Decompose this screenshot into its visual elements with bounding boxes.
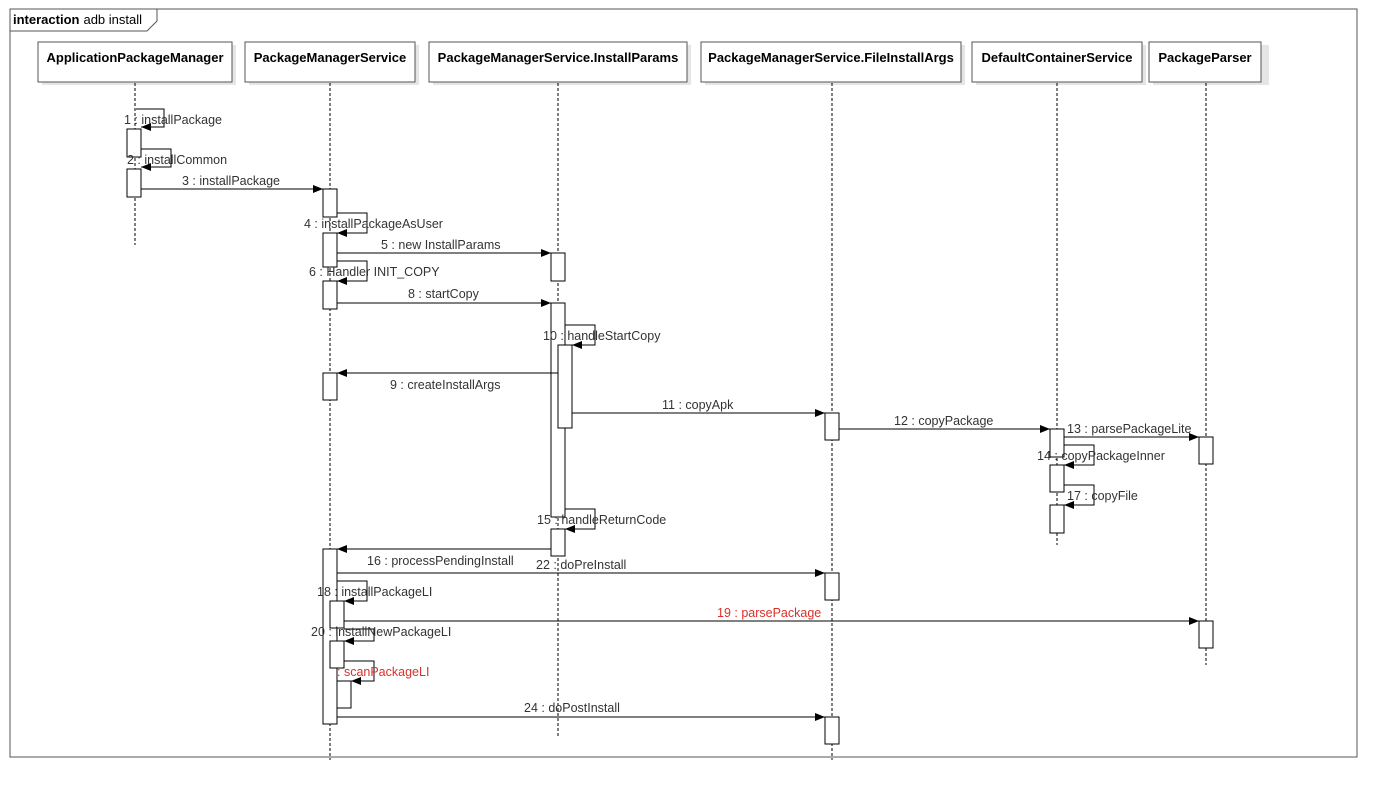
frame-keyword: interaction bbox=[13, 12, 80, 27]
activation-box bbox=[126, 128, 142, 158]
activation-box bbox=[329, 640, 345, 669]
message-label-highlight: : scanPackageLI bbox=[337, 665, 429, 679]
message-label: 5 : new InstallParams bbox=[381, 238, 501, 252]
activation-box bbox=[1049, 464, 1065, 493]
message-label: 14 : copyPackageInner bbox=[1037, 449, 1165, 463]
activation-box bbox=[322, 232, 338, 268]
lifeline-title: PackageManagerService bbox=[254, 50, 406, 65]
activation-box bbox=[322, 372, 338, 401]
lifeline-fia: PackageManagerService.FileInstallArgs bbox=[700, 41, 965, 760]
message-label: 24 : doPostInstall bbox=[524, 701, 620, 715]
lifeline-head bbox=[244, 41, 416, 83]
lifeline-apm: ApplicationPackageManager bbox=[37, 41, 236, 245]
message-arrow-20 bbox=[344, 628, 375, 645]
message-labels: 1 : installPackage 2 : installCommon 3 :… bbox=[124, 113, 1191, 715]
message-label: 11 : copyApk bbox=[662, 398, 734, 412]
message-label: 20 : installNewPackageLI bbox=[311, 625, 451, 639]
message-arrow-10 bbox=[565, 324, 596, 349]
messages bbox=[136, 108, 1199, 721]
message-label: 17 : copyFile bbox=[1067, 489, 1138, 503]
message-arrow-14 bbox=[1064, 444, 1095, 469]
activations bbox=[126, 128, 1214, 745]
activation-box bbox=[1049, 504, 1065, 534]
lifeline-head bbox=[428, 41, 688, 83]
message-label: 4 : installPackageAsUser bbox=[304, 217, 443, 231]
frame-name: adb install bbox=[83, 12, 142, 27]
lifeline-pp: PackageParser bbox=[1148, 41, 1269, 665]
activation-box bbox=[1049, 428, 1065, 458]
message-arrow-2 bbox=[141, 148, 172, 171]
message-label: 12 : copyPackage bbox=[894, 414, 993, 428]
lifeline-ip: PackageManagerService.InstallParams bbox=[428, 41, 691, 737]
message-arrow-4 bbox=[337, 212, 368, 237]
activation-box bbox=[1198, 620, 1214, 649]
message-arrow-1 bbox=[136, 108, 165, 131]
message-label: 8 : startCopy bbox=[408, 287, 480, 301]
message-arrow-17 bbox=[1064, 484, 1095, 509]
message-label: 13 : parsePackageLite bbox=[1067, 422, 1191, 436]
activation-box bbox=[322, 188, 338, 218]
lifeline-head bbox=[700, 41, 962, 83]
message-label: 10 : handleStartCopy bbox=[543, 329, 661, 343]
message-label: 18 : installPackageLI bbox=[317, 585, 432, 599]
message-label: 15 : handleReturnCode bbox=[537, 513, 666, 527]
activation-box bbox=[824, 716, 840, 745]
message-label: 1 : installPackage bbox=[124, 113, 222, 127]
activation-box bbox=[557, 344, 573, 429]
activation-box bbox=[824, 412, 840, 441]
lifeline-title: DefaultContainerService bbox=[982, 50, 1133, 65]
lifeline-title: ApplicationPackageManager bbox=[47, 50, 224, 65]
activation-box bbox=[329, 600, 345, 629]
activation-box bbox=[550, 252, 566, 282]
message-label: 3 : installPackage bbox=[182, 174, 280, 188]
lifeline-head bbox=[1148, 41, 1262, 83]
message-arrow-21 bbox=[344, 660, 375, 685]
message-arrow-18 bbox=[337, 580, 368, 605]
lifeline-head bbox=[37, 41, 233, 83]
message-label: 6 : Handler INIT_COPY bbox=[309, 265, 440, 279]
message-label: 22 : doPreInstall bbox=[536, 558, 626, 572]
lifeline-title: PackageManagerService.InstallParams bbox=[438, 50, 679, 65]
lifeline-title: PackageManagerService.FileInstallArgs bbox=[708, 50, 954, 65]
message-label-highlight: 19 : parsePackage bbox=[717, 606, 821, 620]
lifeline-dcs: DefaultContainerService bbox=[971, 41, 1146, 545]
activation-box bbox=[824, 572, 840, 601]
activation-box bbox=[322, 548, 338, 725]
message-label: 16 : processPendingInstall bbox=[367, 554, 514, 568]
message-label: 2 : installCommon bbox=[127, 153, 227, 167]
activation-box bbox=[126, 168, 142, 198]
activation-box bbox=[550, 528, 566, 557]
message-arrow-15 bbox=[565, 508, 596, 533]
lifeline-head bbox=[971, 41, 1143, 83]
activation-box bbox=[322, 280, 338, 310]
lifeline-title: PackageParser bbox=[1158, 50, 1251, 65]
message-arrow-6 bbox=[337, 260, 368, 285]
activation-box bbox=[336, 680, 352, 709]
activation-box bbox=[1198, 436, 1214, 465]
message-label: 9 : createInstallArgs bbox=[390, 378, 500, 392]
